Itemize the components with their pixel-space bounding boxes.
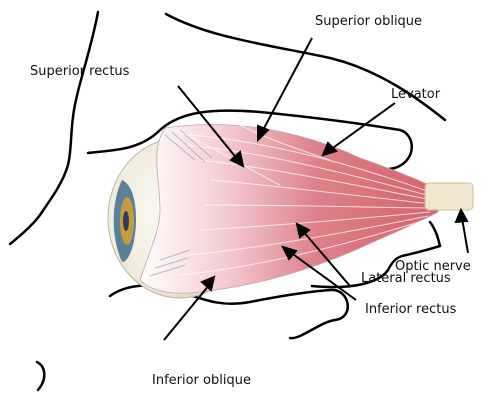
leader-optic-nerve xyxy=(462,218,468,253)
label-lateral-rectus: Lateral rectus xyxy=(361,271,451,286)
upper-orbit-line xyxy=(166,14,445,120)
label-levator: Levator xyxy=(391,87,441,102)
lower-chin-line xyxy=(37,362,44,390)
muscle-cone xyxy=(140,125,438,294)
face-contour-line xyxy=(10,12,98,244)
optic-nerve xyxy=(425,183,473,210)
label-inferior-rectus: Inferior rectus xyxy=(365,302,457,317)
pupil xyxy=(123,211,129,231)
label-inferior-oblique: Inferior oblique xyxy=(152,373,251,388)
label-superior-oblique: Superior oblique xyxy=(315,14,422,29)
label-superior-rectus: Superior rectus xyxy=(30,64,130,79)
lower-lid-line xyxy=(110,285,348,338)
